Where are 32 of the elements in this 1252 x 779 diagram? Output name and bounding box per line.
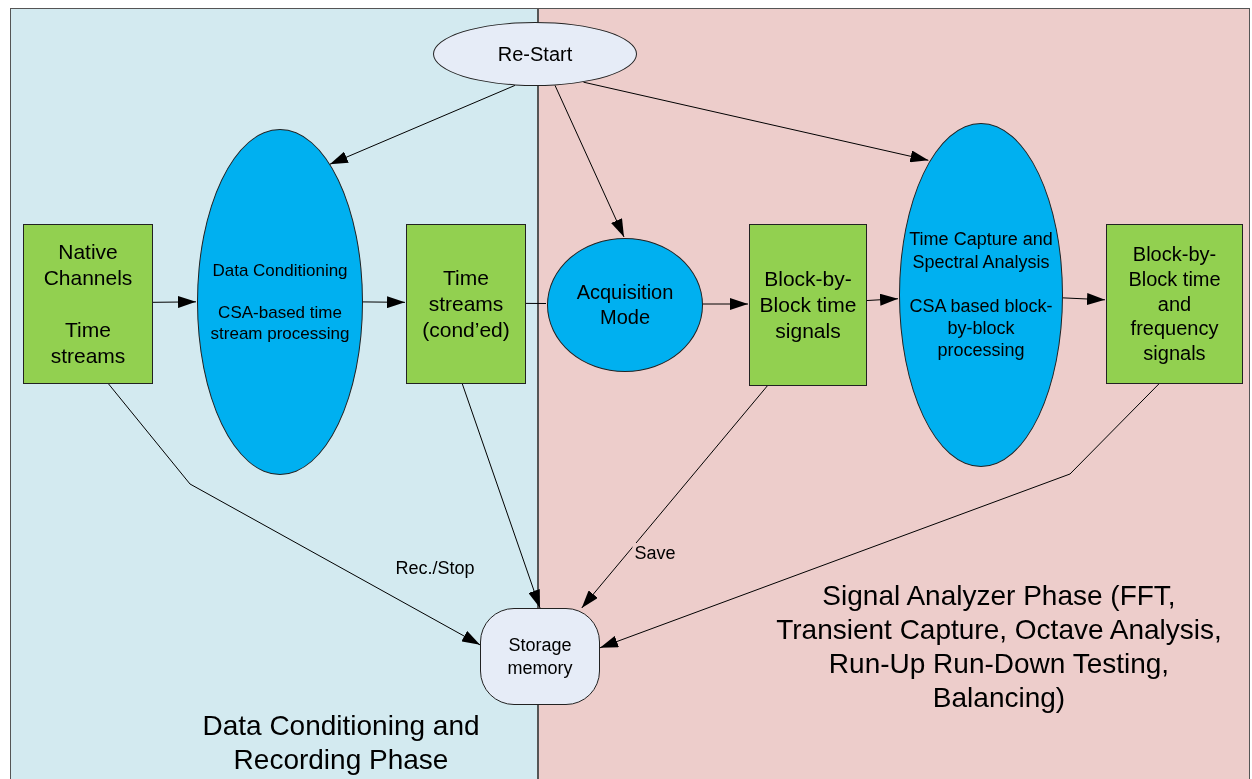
node-text: Block-by-Block time signals [758, 265, 858, 344]
arrow [1061, 293, 1106, 305]
data-box [23, 224, 153, 384]
arrow [599, 382, 1161, 649]
data-box [1106, 224, 1243, 384]
arrow [461, 382, 541, 609]
arrow [151, 296, 197, 309]
phase-title: Data Conditioning and Recording Phase [201, 709, 481, 778]
arrow [701, 298, 749, 310]
arrow [329, 84, 516, 165]
node-text: Data Conditioning [212, 260, 348, 282]
node-text: Time streams (cond’ed) [421, 264, 511, 343]
node-text: Acquisition Mode [575, 280, 675, 330]
node-text: CSA-based time stream processing [209, 301, 351, 344]
node-text: Block-by-Block time and frequency signals [1127, 242, 1222, 366]
arrow [865, 293, 899, 306]
arrow [107, 382, 481, 646]
node-text: Re-Start [497, 41, 573, 67]
node-text: Native Channels [42, 239, 134, 292]
data-box [406, 224, 526, 384]
node-text: Time streams [49, 316, 127, 369]
node-text: CSA based block-by-block processing [908, 294, 1054, 362]
arrow [581, 384, 769, 609]
arrow [554, 84, 625, 238]
storage-box [480, 608, 600, 705]
edge-label: Rec./Stop [393, 558, 477, 579]
node-text: Time Capture and Spectral Analysis [908, 228, 1054, 274]
node-text: Storage memory [506, 634, 574, 679]
phase-title: Signal Analyzer Phase (FFT, Transient Capture, Octave Analysis, Run-Up Run-Down Testing, Balancing) [775, 579, 1223, 716]
arrow [582, 81, 929, 163]
arrow [361, 296, 406, 309]
data-box [749, 224, 867, 386]
